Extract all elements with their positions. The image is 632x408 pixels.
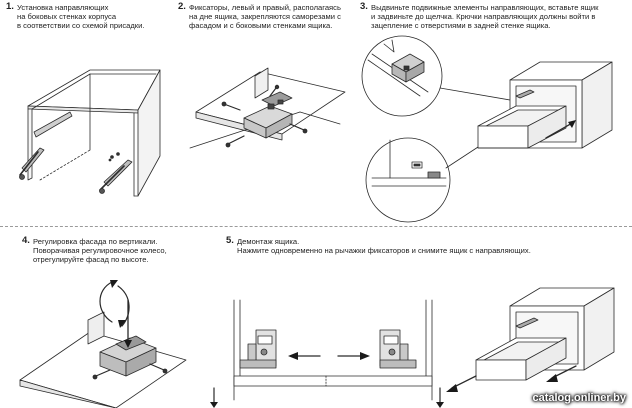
section-divider [0, 226, 632, 227]
step-5-illustration [210, 287, 615, 408]
step-3-text: 3. Выдвиньте подвижные элементы направля… [360, 1, 599, 31]
step-2-line: Фиксаторы, левый и правый, располагаясь [189, 3, 341, 12]
step-3-line: зацепление с отверстиями в задней стенке… [371, 21, 551, 31]
watermark: catalog.onliner.by [532, 392, 626, 404]
step-5-number: 5. [226, 235, 234, 246]
step-2-number: 2. [178, 1, 186, 12]
step-2-line: фасадом и с боковыми стенками ящика. [189, 21, 333, 31]
step-5-line: Демонтаж ящика. [237, 237, 300, 246]
step-1-text: 1. Установка направляющих на боковых сте… [6, 1, 145, 31]
step-4-number: 4. [22, 235, 30, 246]
step-4-text: 4. Регулировка фасада по вертикали. Пово… [22, 235, 167, 265]
step-2-text: 2. Фиксаторы, левый и правый, располагая… [178, 1, 341, 31]
step-3-line: Выдвиньте подвижные элементы направляющи… [371, 3, 599, 12]
step-4-line: отрегулируйте фасад по высоте. [33, 255, 149, 265]
step-5-text: 5. Демонтаж ящика. Нажмите одновременно … [226, 235, 531, 256]
step-2-illustration [189, 67, 346, 149]
step-3-number: 3. [360, 1, 368, 12]
step-3-illustration [361, 35, 613, 223]
step-2-line: на дне ящика, закрепляются саморезами с [189, 12, 341, 22]
step-4-line: Поворачивая регулировочное колесо, [33, 246, 167, 256]
step-1-illustration [19, 69, 161, 197]
step-1-line: в соответствии со схемой присадки. [17, 21, 145, 31]
step-1-number: 1. [6, 1, 14, 12]
step-4-illustration [19, 280, 187, 408]
step-1-line: на боковых стенках корпуса [17, 12, 117, 22]
step-5-line: Нажмите одновременно на рычажки фиксатор… [237, 246, 531, 256]
step-3-line: и задвиньте до щелчка. Крючки направляющ… [371, 12, 596, 22]
step-4-line: Регулировка фасада по вертикали. [33, 237, 158, 246]
step-1-line: Установка направляющих [17, 3, 109, 12]
